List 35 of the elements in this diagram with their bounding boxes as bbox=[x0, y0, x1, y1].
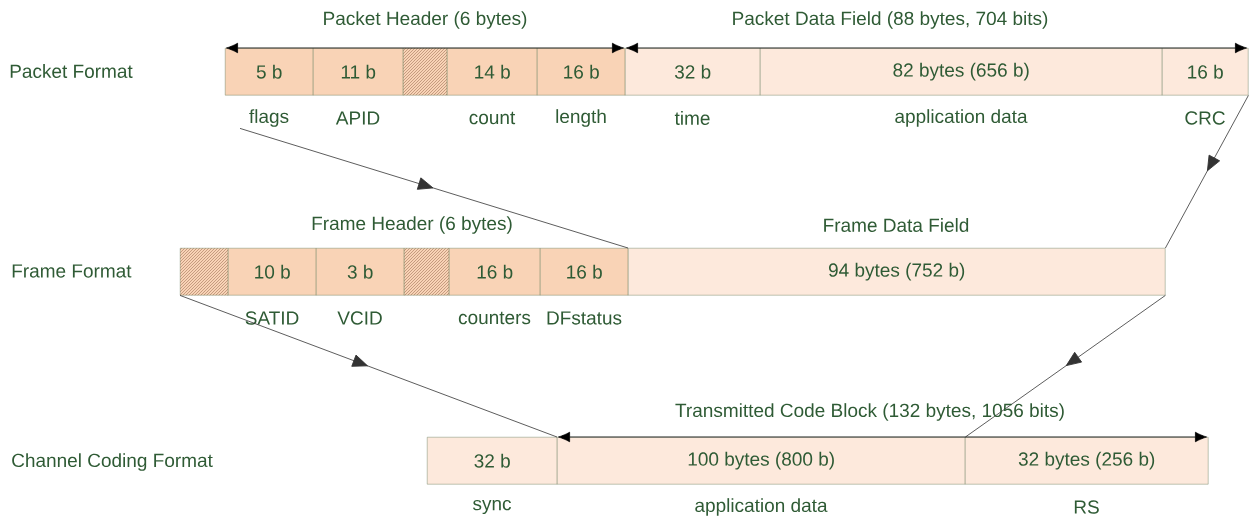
field-name: SATID bbox=[245, 311, 299, 325]
field-name: CRC bbox=[1185, 111, 1225, 125]
field-name: count bbox=[469, 111, 516, 125]
field-cell: 16 b bbox=[540, 248, 629, 296]
row-label: Frame Format bbox=[12, 264, 132, 278]
field-name: application data bbox=[895, 109, 1028, 127]
field-name: sync bbox=[473, 499, 512, 515]
section-heading: Packet Data Field (88 bytes, 704 bits) bbox=[733, 11, 1048, 29]
field-name: length bbox=[556, 109, 606, 127]
field-cell: 32 b bbox=[427, 437, 558, 485]
field-cell: 5 b bbox=[225, 48, 314, 96]
field-cell: 16 b bbox=[1162, 48, 1249, 96]
field-name: APID bbox=[335, 111, 380, 125]
field-cell: 3 b bbox=[316, 248, 405, 296]
field-cell: 10 b bbox=[228, 248, 317, 296]
arrow bbox=[1165, 95, 1249, 249]
field-cell: 94 bytes (752 b) bbox=[628, 248, 1166, 296]
field-cell: 32 b bbox=[625, 48, 761, 96]
field-cell: 16 b bbox=[537, 48, 626, 96]
field-name: flags bbox=[249, 109, 289, 127]
field-name: RS bbox=[1074, 500, 1099, 514]
field-name: counters bbox=[458, 311, 531, 325]
arrow bbox=[965, 295, 1166, 438]
field-name: application data bbox=[695, 498, 828, 516]
arrow bbox=[179, 295, 558, 438]
field-cell: 32 bytes (256 b) bbox=[965, 437, 1209, 485]
field-name: VCID bbox=[337, 311, 382, 325]
field-name: time bbox=[674, 111, 710, 125]
row-label: Channel Coding Format bbox=[12, 453, 213, 471]
section-heading: Frame Header (6 bytes) bbox=[312, 216, 512, 234]
section-heading: Transmitted Code Block (132 bytes, 1056 bits) bbox=[675, 403, 1064, 421]
row-label: Packet Format bbox=[10, 64, 133, 78]
arrow bbox=[239, 128, 629, 249]
field-name: DFstatus bbox=[547, 311, 622, 325]
section-heading: Packet Header (6 bytes) bbox=[324, 11, 527, 29]
